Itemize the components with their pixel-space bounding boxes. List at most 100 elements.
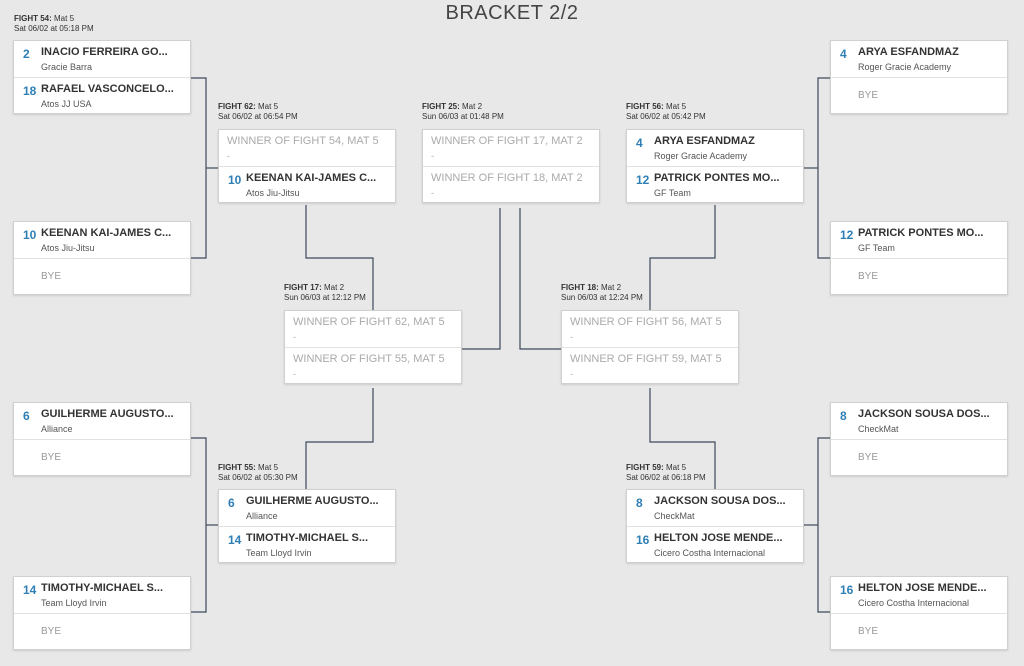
bye-label: BYE <box>41 452 62 463</box>
match-card-keenan-bye[interactable]: 10 KEENAN KAI-JAMES C... Atos Jiu-Jitsu … <box>13 221 191 295</box>
competitor-team: Atos Jiu-Jitsu <box>246 188 300 198</box>
competitor-row[interactable]: 8 JACKSON SOUSA DOS... CheckMat <box>627 490 803 526</box>
competitor-row[interactable]: 10 KEENAN KAI-JAMES C... Atos Jiu-Jitsu <box>219 166 395 202</box>
competitor-row[interactable]: 14 TIMOTHY-MICHAEL S... Team Lloyd Irvin <box>14 577 190 613</box>
bye-row: BYE <box>831 613 1007 649</box>
competitor-row[interactable]: 16 HELTON JOSE MENDE... Cicero Costha In… <box>831 577 1007 613</box>
match-card-timothy-bye[interactable]: 14 TIMOTHY-MICHAEL S... Team Lloyd Irvin… <box>13 576 191 650</box>
bye-row: BYE <box>14 613 190 649</box>
match-card-fight-18[interactable]: WINNER OF FIGHT 56, MAT 5 - WINNER OF FI… <box>561 310 739 384</box>
competitor-row[interactable]: 6 GUILHERME AUGUSTO... Alliance <box>219 490 395 526</box>
match-card-helton-bye[interactable]: 16 HELTON JOSE MENDE... Cicero Costha In… <box>830 576 1008 650</box>
match-card-guilherme-bye[interactable]: 6 GUILHERME AUGUSTO... Alliance BYE <box>13 402 191 476</box>
placeholder-team: - <box>570 332 573 342</box>
match-card-arya-bye[interactable]: 4 ARYA ESFANDMAZ Roger Gracie Academy BY… <box>830 40 1008 114</box>
seed-number: 16 <box>840 583 854 597</box>
competitor-team: Atos JJ USA <box>41 99 92 109</box>
match-card-fight-25[interactable]: WINNER OF FIGHT 17, MAT 2 - WINNER OF FI… <box>422 129 600 203</box>
bye-row: BYE <box>14 258 190 294</box>
bye-label: BYE <box>858 271 879 282</box>
bye-row: BYE <box>831 77 1007 113</box>
competitor-row[interactable]: 14 TIMOTHY-MICHAEL S... Team Lloyd Irvin <box>219 526 395 562</box>
match-card-fight-59[interactable]: 8 JACKSON SOUSA DOS... CheckMat 16 HELTO… <box>626 489 804 563</box>
competitor-row[interactable]: 10 KEENAN KAI-JAMES C... Atos Jiu-Jitsu <box>14 222 190 258</box>
competitor-team: Roger Gracie Academy <box>858 62 952 72</box>
competitor-team: Atos Jiu-Jitsu <box>41 243 95 253</box>
seed-number: 12 <box>840 228 854 242</box>
competitor-name: TIMOTHY-MICHAEL S... <box>246 532 369 544</box>
placeholder-name: WINNER OF FIGHT 62, MAT 5 <box>293 316 445 328</box>
placeholder-row: WINNER OF FIGHT 55, MAT 5 - <box>285 347 461 383</box>
competitor-name: PATRICK PONTES MO... <box>858 227 984 239</box>
competitor-name: INACIO FERREIRA GO... <box>41 46 168 58</box>
match-card-fight-55[interactable]: 6 GUILHERME AUGUSTO... Alliance 14 TIMOT… <box>218 489 396 563</box>
competitor-name: GUILHERME AUGUSTO... <box>246 495 379 507</box>
match-card-fight-62[interactable]: WINNER OF FIGHT 54, MAT 5 - 10 KEENAN KA… <box>218 129 396 203</box>
competitor-team: Cicero Costha Internacional <box>858 598 970 608</box>
competitor-row[interactable]: 2 INACIO FERREIRA GO... Gracie Barra <box>14 41 190 77</box>
competitor-row[interactable]: 12 PATRICK PONTES MO... GF Team <box>627 166 803 202</box>
competitor-row[interactable]: 12 PATRICK PONTES MO... GF Team <box>831 222 1007 258</box>
bracket-title: BRACKET 2/2 <box>445 2 579 24</box>
bye-label: BYE <box>858 626 879 637</box>
seed-number: 14 <box>23 583 37 597</box>
seed-number: 10 <box>23 228 37 242</box>
competitor-team: Team Lloyd Irvin <box>246 548 312 558</box>
placeholder-row: WINNER OF FIGHT 56, MAT 5 - <box>562 311 738 347</box>
seed-number: 18 <box>23 84 37 98</box>
competitor-name: JACKSON SOUSA DOS... <box>858 408 990 420</box>
competitor-row[interactable]: 6 GUILHERME AUGUSTO... Alliance <box>14 403 190 439</box>
competitor-team: Team Lloyd Irvin <box>41 598 107 608</box>
placeholder-name: WINNER OF FIGHT 54, MAT 5 <box>227 135 379 147</box>
seed-number: 16 <box>636 533 650 547</box>
seed-number: 8 <box>840 409 847 423</box>
competitor-row[interactable]: 18 RAFAEL VASCONCELO... Atos JJ USA <box>14 77 190 113</box>
competitor-team: GF Team <box>858 243 895 253</box>
seed-number: 14 <box>228 533 242 547</box>
match-card-jackson-bye[interactable]: 8 JACKSON SOUSA DOS... CheckMat BYE <box>830 402 1008 476</box>
placeholder-row: WINNER OF FIGHT 18, MAT 2 - <box>423 166 599 202</box>
competitor-name: HELTON JOSE MENDE... <box>858 582 987 594</box>
match-card-fight-54[interactable]: 2 INACIO FERREIRA GO... Gracie Barra 18 … <box>13 40 191 114</box>
competitor-team: Cicero Costha Internacional <box>654 548 766 558</box>
match-card-patrick-bye[interactable]: 12 PATRICK PONTES MO... GF Team BYE <box>830 221 1008 295</box>
placeholder-team: - <box>293 332 296 342</box>
seed-number: 10 <box>228 173 242 187</box>
bye-row: BYE <box>831 439 1007 475</box>
placeholder-row: WINNER OF FIGHT 17, MAT 2 - <box>423 130 599 166</box>
competitor-name: JACKSON SOUSA DOS... <box>654 495 786 507</box>
placeholder-name: WINNER OF FIGHT 55, MAT 5 <box>293 353 445 365</box>
competitor-team: CheckMat <box>654 511 695 521</box>
match-card-fight-56[interactable]: 4 ARYA ESFANDMAZ Roger Gracie Academy 12… <box>626 129 804 203</box>
seed-number: 4 <box>840 47 847 61</box>
competitor-row[interactable]: 8 JACKSON SOUSA DOS... CheckMat <box>831 403 1007 439</box>
seed-number: 2 <box>23 47 30 61</box>
competitor-row[interactable]: 16 HELTON JOSE MENDE... Cicero Costha In… <box>627 526 803 562</box>
placeholder-name: WINNER OF FIGHT 18, MAT 2 <box>431 172 583 184</box>
bye-row: BYE <box>831 258 1007 294</box>
competitor-name: ARYA ESFANDMAZ <box>654 135 755 147</box>
placeholder-row: WINNER OF FIGHT 54, MAT 5 - <box>219 130 395 166</box>
placeholder-row: WINNER OF FIGHT 59, MAT 5 - <box>562 347 738 383</box>
placeholder-team: - <box>570 369 573 379</box>
placeholder-name: WINNER OF FIGHT 17, MAT 2 <box>431 135 583 147</box>
seed-number: 4 <box>636 136 643 150</box>
match-card-fight-17[interactable]: WINNER OF FIGHT 62, MAT 5 - WINNER OF FI… <box>284 310 462 384</box>
competitor-row[interactable]: 4 ARYA ESFANDMAZ Roger Gracie Academy <box>627 130 803 166</box>
seed-number: 12 <box>636 173 650 187</box>
seed-number: 6 <box>228 496 235 510</box>
bye-label: BYE <box>41 626 62 637</box>
placeholder-team: - <box>431 151 434 161</box>
placeholder-team: - <box>227 151 230 161</box>
competitor-name: HELTON JOSE MENDE... <box>654 532 783 544</box>
competitor-team: GF Team <box>654 188 691 198</box>
competitor-row[interactable]: 4 ARYA ESFANDMAZ Roger Gracie Academy <box>831 41 1007 77</box>
placeholder-team: - <box>431 188 434 198</box>
competitor-name: KEENAN KAI-JAMES C... <box>41 227 172 239</box>
